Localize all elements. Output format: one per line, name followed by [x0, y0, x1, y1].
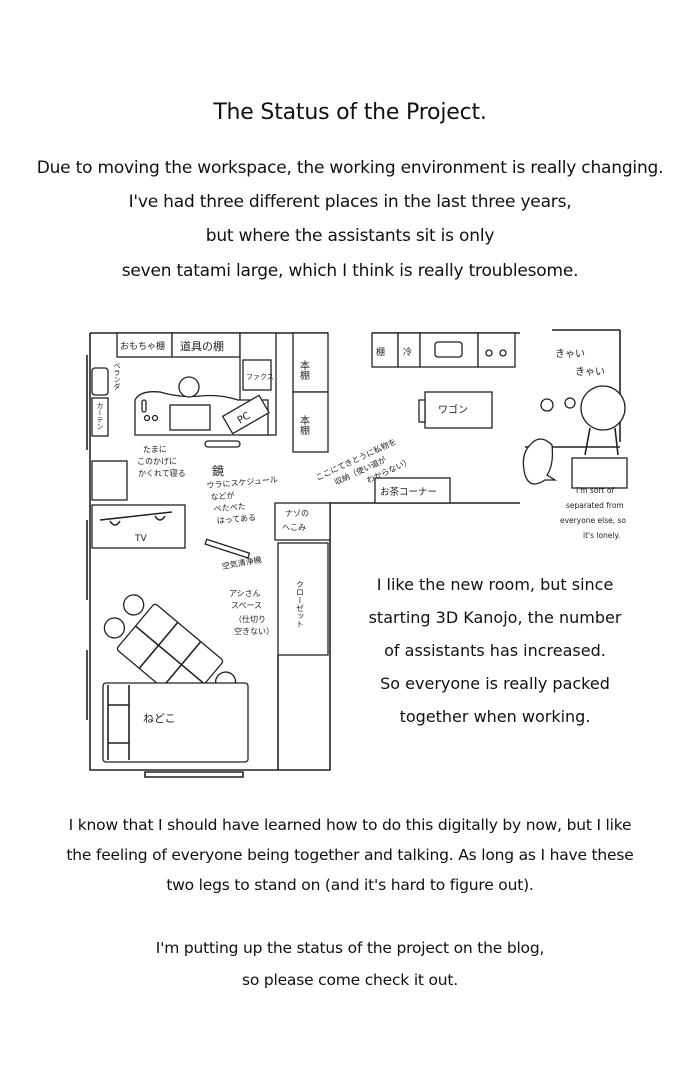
- tool-shelf-label: 道具の棚: [180, 339, 224, 353]
- mirror-label: 鏡: [212, 463, 224, 478]
- closet-label: クローゼット: [296, 580, 305, 628]
- stove: [477, 332, 516, 368]
- intro-line: I've had three different places in the l…: [128, 192, 572, 212]
- outro-line: I know that I should have learned how to…: [68, 816, 632, 834]
- side-caption: I'm sort of separated from everyone else…: [560, 486, 628, 540]
- tea-corner-label: お茶コーナー: [380, 486, 437, 498]
- intro-line: but where the assistants sit is only: [205, 226, 495, 246]
- middle-line: So everyone is really packed: [380, 674, 610, 693]
- curtain: [91, 397, 109, 437]
- fridge-label: 冷: [403, 346, 412, 358]
- outro-line: two legs to stand on (and it's hard to f…: [166, 876, 534, 894]
- closing-line: I'm putting up the status of the project…: [155, 939, 545, 957]
- outro-line: the feeling of everyone being together a…: [66, 846, 634, 864]
- middle-line: together when working.: [399, 707, 591, 726]
- person-at-desk: [178, 376, 200, 398]
- bed: [102, 682, 249, 763]
- author-character: [580, 385, 626, 431]
- toy-shelf-label: おもちゃ棚: [120, 340, 165, 352]
- bookshelf-label: 本棚: [298, 414, 310, 436]
- middle-text: I like the new room, but since starting …: [360, 568, 630, 733]
- closet: [277, 542, 329, 656]
- sink: [434, 341, 463, 358]
- curtain-label: カーテン: [96, 402, 104, 430]
- fax-label: ファクス: [246, 373, 274, 381]
- kitchen-shelf-label: 棚: [376, 346, 385, 358]
- assistant-space-label: アシさん スペース （仕切り 空きない）: [229, 589, 274, 636]
- veranda-label: ベランダ: [113, 362, 121, 390]
- tv-label: TV: [134, 534, 147, 544]
- hide-note: たまに このかげに かくれて寝る: [137, 445, 186, 478]
- wagon: [424, 391, 493, 429]
- air-purifier: [204, 538, 251, 559]
- air-purifier-label: 空気清浄機: [221, 554, 262, 571]
- chatter-text: きゃい きゃい: [555, 348, 605, 378]
- cabinet: [91, 460, 128, 501]
- mystery-dent: [274, 502, 331, 541]
- speech-bubble: [522, 438, 558, 485]
- author-desk: [571, 457, 628, 489]
- closing-line: so please come check it out.: [241, 971, 459, 989]
- bookshelf-label: 本棚: [298, 359, 310, 381]
- fax-machine: [242, 359, 272, 391]
- page-title: The Status of the Project.: [213, 100, 487, 125]
- tv: [99, 511, 173, 526]
- intro-line: Due to moving the workspace, the working…: [36, 158, 664, 178]
- intro-line: seven tatami large, which I think is rea…: [121, 261, 579, 281]
- middle-line: of assistants has increased.: [384, 641, 606, 660]
- schedule-note: ウラにスケジュール などが ぺたぺた はってある: [206, 475, 284, 526]
- middle-line: I like the new room, but since: [376, 575, 614, 594]
- desk-paper: [169, 404, 211, 431]
- tea-corner: [374, 477, 451, 504]
- mystery-dent-label: ナゾの へこみ: [282, 509, 312, 532]
- window-unit: [91, 367, 109, 396]
- pc: [221, 394, 270, 435]
- bookshelf: [292, 332, 329, 393]
- side-panel: きゃい きゃい I'm sort of separated from every…: [522, 329, 628, 540]
- bookshelf: [292, 391, 329, 453]
- wagon-label: ワゴン: [438, 403, 468, 416]
- middle-line: starting 3D Kanojo, the number: [368, 608, 622, 627]
- mirror: [204, 440, 241, 448]
- bed-label: ねどこ: [143, 712, 176, 725]
